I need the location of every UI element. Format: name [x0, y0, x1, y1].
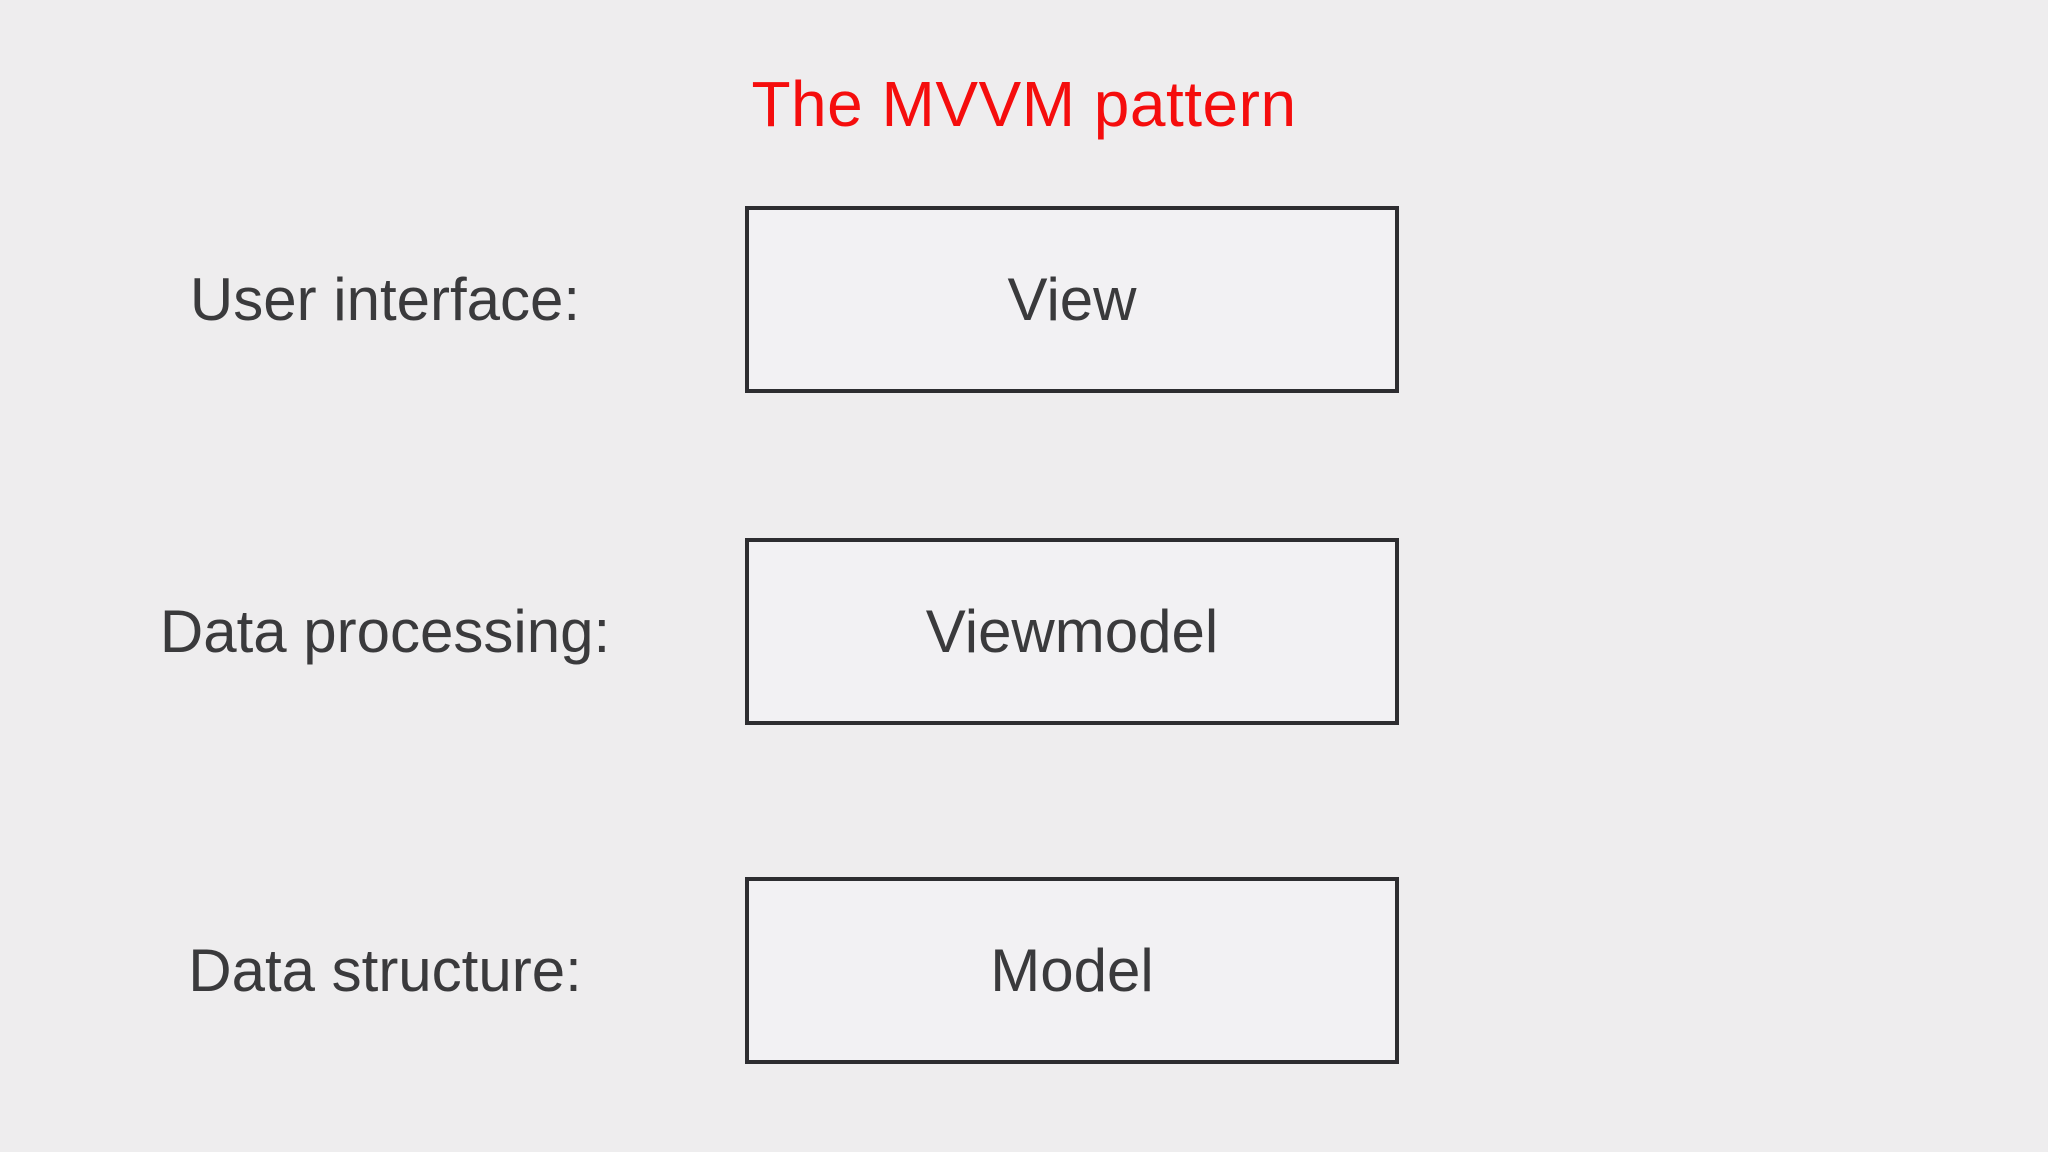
row-label-data-processing: Data processing: [159, 598, 611, 665]
row-user-interface: User interface: View [0, 206, 2048, 393]
row-label-data-structure: Data structure: [188, 937, 582, 1004]
page-title: The MVVM pattern [751, 68, 1297, 140]
model-box-label: Model [990, 937, 1154, 1004]
viewmodel-box-label: Viewmodel [925, 598, 1219, 665]
row-data-processing: Data processing: Viewmodel [0, 538, 2048, 725]
model-box: Model [745, 877, 1399, 1064]
row-label-user-interface: User interface: [189, 266, 581, 333]
viewmodel-box: Viewmodel [745, 538, 1399, 725]
row-data-structure: Data structure: Model [0, 877, 2048, 1064]
view-box: View [745, 206, 1399, 393]
view-box-label: View [1007, 266, 1137, 333]
